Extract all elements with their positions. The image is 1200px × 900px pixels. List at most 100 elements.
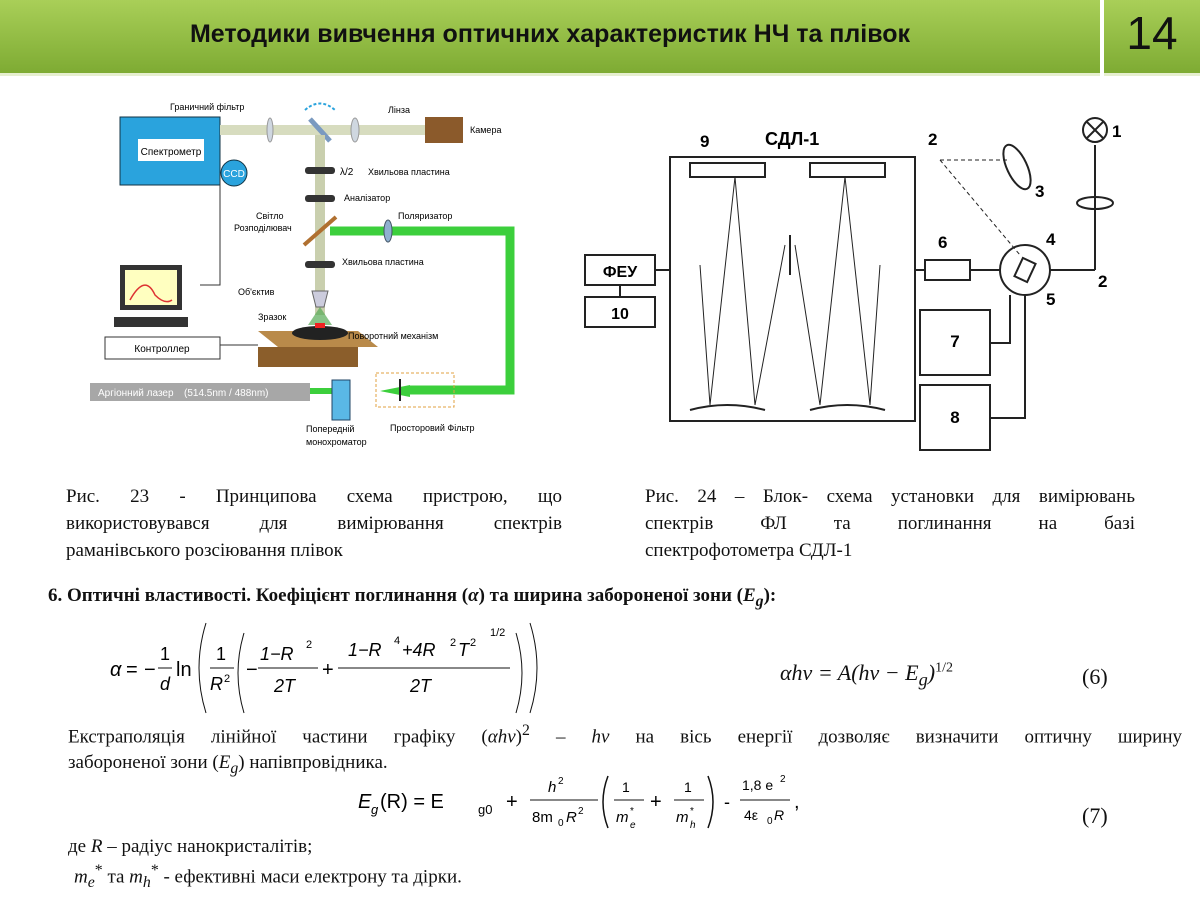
laser-label: Аргіонний лазер — [98, 388, 174, 399]
spectrometer-label: Спектрометр — [141, 147, 202, 158]
eq6-4R2T2: +4R — [402, 640, 436, 660]
beam-splitter-label-2: Розподілювач — [234, 223, 292, 233]
note-radius: де R – радіус нанокристалітів; — [68, 836, 312, 858]
eq6-T: T — [458, 640, 471, 660]
para-line-1: Екстраполяція лінійної частини графіку (… — [68, 722, 1183, 748]
link-7 — [990, 295, 1011, 344]
eq6-2T-a: 2T — [273, 676, 297, 696]
eq6-one-a: 1 — [160, 644, 170, 664]
eq6-paren-1 — [198, 622, 207, 714]
para-text-b: – — [529, 726, 592, 748]
figure-sdl1-block-diagram: СДЛ-1 ФЕУ 10 9 2 1 3 6 4 5 2 7 8 — [584, 117, 1121, 451]
caption-figure-24: Рис. 24 – Блок- схема установки для вимі… — [645, 483, 1135, 564]
eq6-alpha: α — [110, 659, 122, 681]
eq7-g0: g0 — [478, 802, 492, 817]
eq6-R-pow: 2 — [450, 637, 456, 649]
laser-wavelengths: (514.5nm / 488nm) — [184, 388, 269, 399]
note-effective-masses: me* та mh* - ефективні маси електрону та… — [74, 862, 462, 892]
eq6-right-end: ) — [927, 660, 936, 685]
mirror-bottom-right — [809, 404, 886, 411]
eq6-R2-pow: 2 — [224, 673, 230, 685]
caption-24-line-3: спектрофотометра СДЛ-1 — [645, 540, 853, 561]
para-text-c: на вісь енергії дозволяє визначити оптич… — [609, 726, 1183, 748]
half-wave-label: Хвильова пластина — [368, 167, 450, 177]
laser-output-beam — [310, 388, 340, 394]
objective-label: Об'єктив — [238, 287, 275, 297]
caption-23-line-3: раманівського розсіювання плівок — [66, 540, 343, 561]
sample-4 — [1013, 256, 1037, 284]
note-1-R: R — [90, 836, 103, 857]
beam-splitter — [302, 215, 338, 247]
wave-plate-label: Хвильова пластина — [342, 257, 424, 267]
eq7-me-star: * — [630, 806, 634, 817]
rotary-stage — [292, 326, 348, 340]
note-2-me: m — [74, 866, 88, 888]
label-9: 9 — [700, 132, 709, 151]
lens-element — [350, 117, 360, 143]
note-1-a: де — [68, 836, 91, 857]
equation-7-number: (7) — [1082, 803, 1108, 828]
eq6-d: d — [160, 674, 171, 694]
top-beam — [220, 125, 430, 135]
eq7-den2-sub: 0 — [767, 816, 773, 827]
label-8: 8 — [950, 408, 959, 427]
sample-label: Зразок — [258, 312, 286, 322]
para-line-2: забороненої зони (Eg) напівпровідника. — [68, 750, 1182, 782]
eq6-2T-b: 2T — [409, 676, 433, 696]
section-alpha: α — [468, 585, 479, 606]
page-number-box — [1104, 0, 1200, 76]
section-text-a: 6. Оптичні властивості. Коефіцієнт погли… — [48, 585, 469, 606]
eq6-one-b: 1 — [216, 644, 226, 664]
section-text-c: ): — [763, 585, 777, 606]
section-eg: E — [742, 585, 756, 606]
section-text-b: ) та ширина забороненої зони ( — [478, 585, 743, 606]
eq7-h-pow: 2 — [558, 776, 564, 787]
caption-23-line-2: використовувався для вимірювання спектрі… — [66, 513, 562, 534]
para-text-e: ) напівпровідника. — [238, 752, 388, 774]
label-2-top: 2 — [928, 130, 937, 149]
eq7-den2-R: R — [774, 807, 784, 823]
lamp-cross-b — [1086, 121, 1104, 139]
figure-raman-setup: Спектрометр CCD Граничний фільтр Лінза К… — [90, 102, 515, 447]
dashed-path-1 — [939, 159, 1021, 256]
spatial-filter-beam — [380, 385, 410, 397]
eq7-one-b: 1 — [684, 779, 692, 795]
laser-beam-path — [330, 226, 515, 395]
note-2-me-sub: e — [87, 874, 95, 892]
para-eg: E — [218, 752, 231, 774]
equation-brus: E g (R) = E g0 + h 2 8m 0 R 2 1 m * e + … — [358, 774, 800, 831]
equation-absorption: α = − 1 d ln 1 R 2 − 1−R 2 2T + 1−R 4 +4… — [110, 622, 538, 714]
premono-label-2: монохроматор — [306, 437, 367, 447]
eq6-right-pow: 1/2 — [935, 660, 953, 676]
spatial-filter-box — [375, 372, 455, 408]
label-1: 1 — [1112, 122, 1121, 141]
eq6-four: 4 — [394, 635, 400, 647]
premono-label-1: Попередній — [306, 424, 354, 434]
caption-24-line-1: Рис. 24 – Блок- схема установки для вимі… — [645, 486, 1135, 507]
feu-label: ФЕУ — [603, 264, 638, 281]
note-2-mh-sub: h — [142, 874, 151, 892]
note-2-mh: m — [129, 866, 143, 888]
eq6-right-main: αhv = A(hv − E — [780, 660, 919, 685]
spectrometer-label-bg — [138, 139, 204, 161]
eq7-dash: - — [724, 792, 730, 812]
eq6-R2: R — [210, 674, 223, 694]
sdl1-title: СДЛ-1 — [765, 129, 819, 149]
eq7-g: g — [371, 802, 379, 817]
objective-element — [311, 290, 329, 308]
note-2-b: - ефективні маси електрону та дірки. — [158, 866, 462, 888]
link-8 — [990, 295, 1026, 419]
eq7-me-sub: e — [630, 820, 636, 831]
stage-body — [258, 347, 358, 367]
caption-24-line-2: спектрів ФЛ та поглинання на базі — [645, 513, 1135, 534]
label-5: 5 — [1046, 290, 1055, 309]
eq6-paren-2 — [237, 632, 245, 714]
eq7-mh: m — [676, 809, 689, 826]
eq7-h: h — [548, 779, 556, 796]
equation-6-number: (6) — [1082, 664, 1108, 689]
eq6-minus-2: − — [246, 659, 258, 681]
eq6-ln: ln — [176, 659, 192, 681]
eq7-den2: 4ε — [744, 807, 758, 823]
page-number: 14 — [1126, 7, 1178, 59]
para-text-d: забороненої зони ( — [68, 752, 219, 774]
